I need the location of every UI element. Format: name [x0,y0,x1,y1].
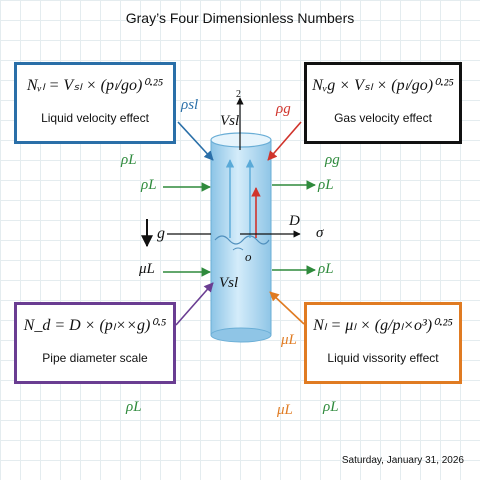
label-rho-l-1: ρL [121,152,137,168]
label-rho-l-bottom-2: ρL [323,399,339,415]
arrow-liquid-velocity [177,121,214,161]
liquid-viscosity-caption: Liquid vissority effect [327,351,439,365]
label-rho-l-right-1: ρL [318,177,334,193]
label-rho-g-top: ρg [276,101,291,117]
label-vsl-mid: Vsl [219,275,239,291]
arrow-liquid-viscosity [269,291,305,325]
arrow-gas-velocity [267,121,302,161]
pipe-diameter-equation: N_d = D × (pₗ××g)⁰·⁵ [23,317,167,334]
label-o: o [245,249,252,264]
label-rho-sl: ρsl [181,97,199,113]
liquid-velocity-caption: Liquid velocity effect [41,111,149,125]
liquid-velocity-equation: Nᵥₗ = Vₛₗ × (pₗ/go)⁰·²⁵ [26,77,164,94]
gas-velocity-caption: Gas velocity effect [334,111,432,125]
label-rho-l-2: ρL [141,177,157,193]
gas-velocity-equation: Nᵥg × Vₛₗ × (pₗ/go)⁰·²⁵ [312,77,454,94]
pipe-diameter-box: N_d = D × (pₗ××g)⁰·⁵ Pipe diameter scale [14,302,176,384]
label-rho-g-right: ρg [325,152,340,168]
label-vsl-top: Vsl [220,113,240,129]
label-diameter: D [289,213,300,229]
label-rho-l-right-2: ρL [318,261,334,277]
label-mu-l-box: μL [281,332,297,348]
label-mu-l-left: μL [139,261,155,277]
pipe-diameter-caption: Pipe diameter scale [42,351,148,365]
arrow-pipe-diameter [175,282,214,326]
liquid-viscosity-box: Nₗ = μₗ × (g/pₗ×o³)⁰·²⁵ Liquid vissority… [304,302,462,384]
gas-velocity-box: Nᵥg × Vₛₗ × (pₗ/go)⁰·²⁵ Gas velocity eff… [304,62,462,144]
label-rho-l-bottom-1: ρL [126,399,142,415]
axis-label-2: 2 [236,89,241,100]
date-stamp: Saturday, January 31, 2026 [341,455,464,466]
pipe-cylinder [210,132,272,343]
label-mu-l-bottom: μL [277,402,293,418]
liquid-velocity-box: Nᵥₗ = Vₛₗ × (pₗ/go)⁰·²⁵ Liquid velocity … [14,62,176,144]
label-sigma: σ [316,225,324,241]
label-gravity: g [157,225,165,242]
diagram-title: Gray’s Four Dimensionless Numbers [125,10,355,26]
liquid-viscosity-equation: Nₗ = μₗ × (g/pₗ×o³)⁰·²⁵ [313,317,453,334]
